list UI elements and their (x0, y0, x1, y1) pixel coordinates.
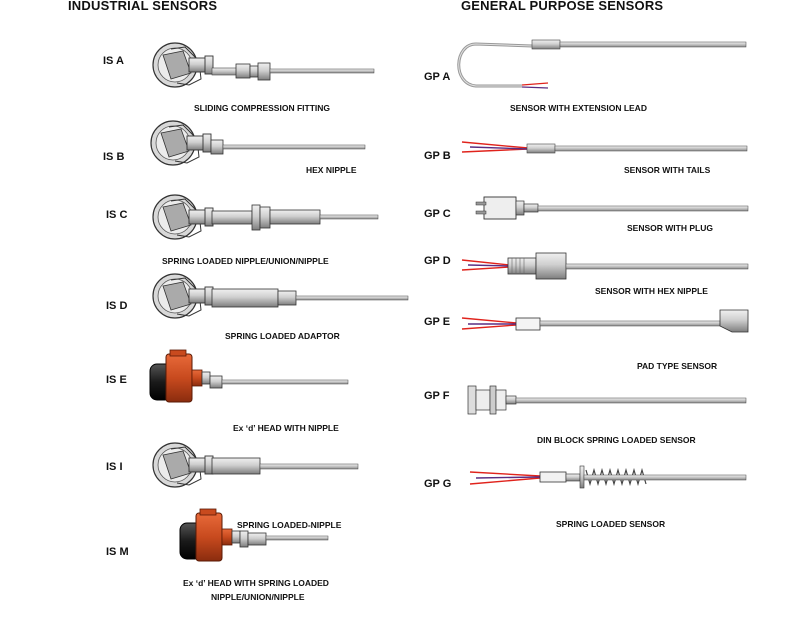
is-b-sensor-drawing (150, 120, 366, 166)
is-i-code: IS I (106, 461, 123, 473)
is-d-sensor-drawing (152, 273, 409, 319)
gp-b-sensor-drawing (461, 141, 748, 154)
gp-b-caption: SENSOR WITH TAILS (624, 165, 711, 175)
gp-c-caption: SENSOR WITH PLUG (627, 223, 713, 233)
gp-f-caption: DIN BLOCK SPRING LOADED SENSOR (537, 435, 696, 445)
gp-c-code: GP C (424, 208, 451, 220)
gp-e-sensor-drawing (461, 309, 749, 333)
is-a-caption: SLIDING COMPRESSION FITTING (194, 103, 331, 113)
gp-a-sensor-drawing (457, 39, 747, 89)
gp-d-code: GP D (424, 255, 451, 267)
is-a-sensor-drawing (152, 42, 375, 88)
is-a-code: IS A (103, 55, 124, 67)
is-m-code: IS M (106, 546, 129, 558)
is-b-code: IS B (103, 151, 125, 163)
gp-e-code: GP E (424, 316, 451, 328)
gp-d-caption: SENSOR WITH HEX NIPPLE (595, 286, 708, 296)
gp-g-sensor-drawing (469, 465, 747, 489)
is-i-caption: SPRING LOADED-NIPPLE (237, 520, 342, 530)
gp-g-code: GP G (424, 478, 452, 490)
is-m-caption-line2: NIPPLE/UNION/NIPPLE (211, 592, 305, 602)
is-b-caption: HEX NIPPLE (306, 165, 357, 175)
general-purpose-sensors-heading: GENERAL PURPOSE SENSORS (461, 0, 664, 13)
is-i-sensor-drawing (152, 442, 359, 488)
gp-f-sensor-drawing (467, 385, 747, 415)
gp-f-code: GP F (424, 390, 450, 402)
is-m-caption-line1: Ex ‘d’ HEAD WITH SPRING LOADED (183, 578, 329, 588)
gp-c-sensor-drawing (475, 196, 749, 220)
is-c-code: IS C (106, 209, 128, 221)
gp-a-caption: SENSOR WITH EXTENSION LEAD (510, 103, 647, 113)
is-e-sensor-drawing (149, 349, 349, 403)
is-m-sensor-drawing (179, 508, 329, 562)
is-e-code: IS E (106, 374, 127, 386)
is-e-caption: Ex ‘d’ HEAD WITH NIPPLE (233, 423, 339, 433)
gp-b-code: GP B (424, 150, 451, 162)
is-d-caption: SPRING LOADED ADAPTOR (225, 331, 340, 341)
is-c-sensor-drawing (152, 194, 379, 240)
is-d-code: IS D (106, 300, 128, 312)
gp-a-code: GP A (424, 71, 451, 83)
is-c-caption: SPRING LOADED NIPPLE/UNION/NIPPLE (162, 256, 329, 266)
gp-g-caption: SPRING LOADED SENSOR (556, 519, 666, 529)
gp-d-sensor-drawing (461, 252, 749, 280)
industrial-sensors-heading: INDUSTRIAL SENSORS (68, 0, 218, 13)
gp-e-caption: PAD TYPE SENSOR (637, 361, 718, 371)
